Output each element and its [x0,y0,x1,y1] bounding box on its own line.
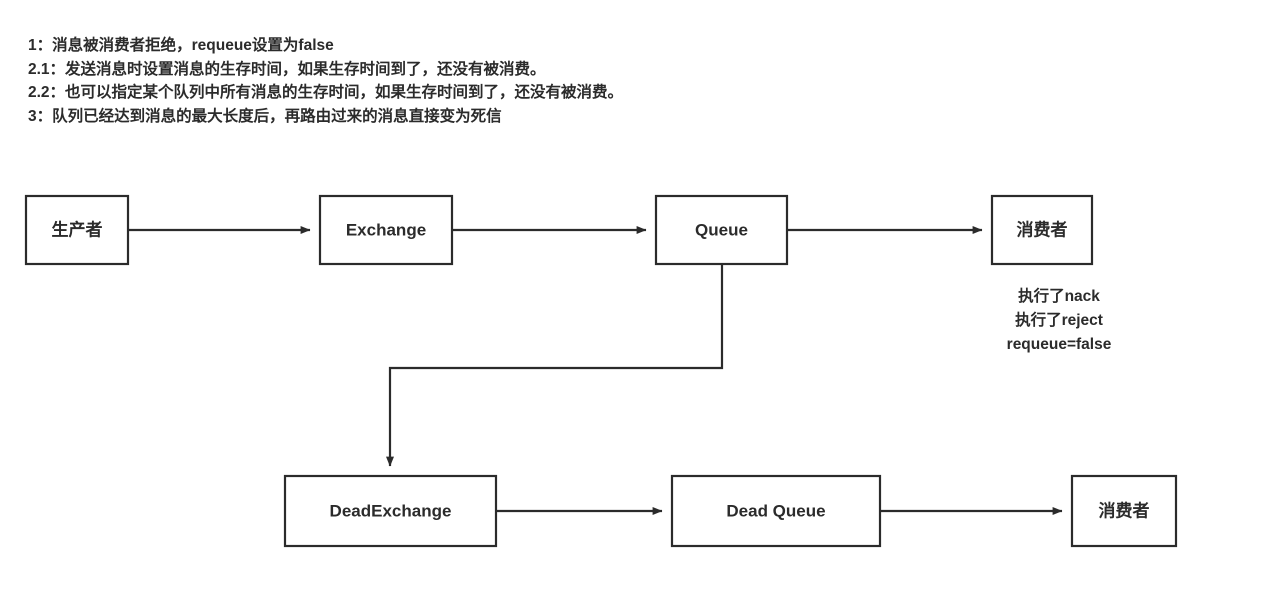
nodes-layer: 生产者 Exchange Queue 消费者 DeadExchange Dead Queu… [24,194,1178,548]
note-line-3: 2.2：也可以指定某个队列中所有消息的生存时间，如果生存时间到了，还没有被消费。 [28,84,624,101]
annotation-layer: 执行了nack 执行了reject requeue=false [1007,286,1112,353]
consumer-reject-annotation-line-1: 执行了nack [1018,286,1100,305]
node-consumer-top[interactable]: 消费者 [990,194,1094,266]
node-label-exchange: Exchange [346,220,426,239]
consumer-reject-annotation-line-2: 执行了reject [1015,310,1103,329]
node-box-producer [24,194,130,266]
note-line-2: 2.1：发送消息时设置消息的生存时间，如果生存时间到了，还没有被消费。 [28,60,546,78]
node-producer[interactable]: 生产者 [24,194,130,266]
node-box-exchange [318,194,454,266]
consumer-reject-annotation-line-3: requeue=false [1007,336,1112,353]
node-label-dead-exchange: DeadExchange [330,501,452,520]
node-label-dead-queue: Dead Queue [726,501,825,520]
node-label-producer: 生产者 [52,219,103,239]
node-box-dead-exchange [283,474,498,548]
node-box-queue [654,194,789,266]
edge-queue-to-dead-exchange [386,264,724,467]
node-consumer-dead[interactable]: 消费者 [1070,474,1178,548]
node-label-queue: Queue [695,220,748,239]
node-dead-queue[interactable]: Dead Queue [670,474,882,548]
node-label-consumer-top: 消费者 [1017,219,1068,239]
node-box-consumer-dead [1070,474,1178,548]
edges-layer [128,226,1063,515]
node-queue[interactable]: Queue [654,194,789,266]
note-line-4: 3：队列已经达到消息的最大长度后，再路由过来的消息直接变为死信 [28,107,502,125]
node-label-consumer-dead: 消费者 [1099,500,1150,520]
node-box-consumer-top [990,194,1094,266]
node-dead-exchange[interactable]: DeadExchange [283,474,498,548]
node-box-dead-queue [670,474,882,548]
notes-list: 1：消息被消费者拒绝，requeue设置为false 2.1：发送消息时设置消息… [28,34,1208,128]
note-line-1: 1：消息被消费者拒绝，requeue设置为false [28,37,334,54]
node-exchange[interactable]: Exchange [318,194,454,266]
